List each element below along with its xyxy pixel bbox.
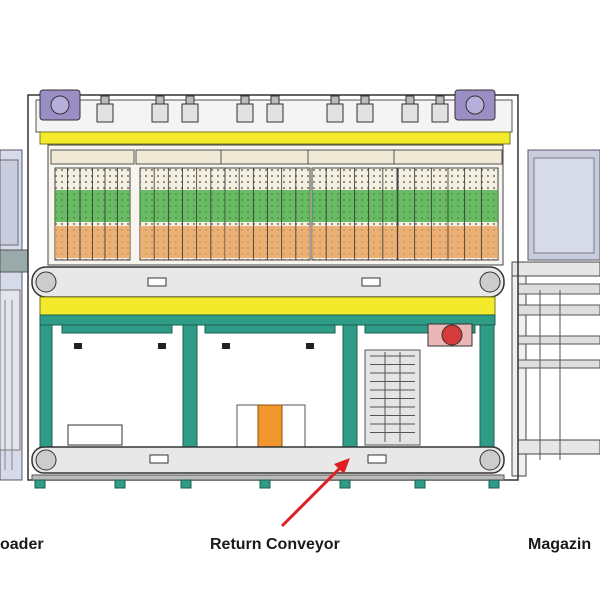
right-magazine-unit [511, 149, 600, 477]
rack-unit [393, 149, 503, 261]
motor-icon [39, 89, 496, 121]
return-conveyor [31, 446, 505, 481]
motor-icon [96, 95, 114, 123]
motor-icon [356, 95, 374, 123]
motor-icon [401, 95, 419, 123]
pointer-arrow-icon [280, 458, 350, 528]
motor-icon [266, 95, 284, 123]
lower-teal-frame [39, 314, 496, 448]
lower-yellow-rail [39, 296, 496, 316]
rack-unit [135, 149, 230, 261]
middle-conveyor [31, 266, 505, 298]
magazine-label: Magazin [528, 536, 592, 553]
motor-icon [151, 95, 169, 123]
left-loader-unit [0, 149, 29, 481]
motor-icon [427, 323, 473, 347]
motor-icon [326, 95, 344, 123]
rack-unit [220, 149, 315, 261]
rack-area [47, 144, 504, 266]
return-conveyor-label: Return Conveyor [210, 536, 340, 553]
motor-icon [236, 95, 254, 123]
rack-unit [307, 149, 402, 261]
top-motor-row [96, 95, 449, 123]
loader-label: oader [0, 536, 44, 553]
motor-icon [431, 95, 449, 123]
lower-internal-parts [67, 349, 421, 448]
upper-yellow-rail [39, 131, 511, 145]
motor-icon [181, 95, 199, 123]
rack-unit [50, 149, 135, 261]
machine-feet [34, 479, 500, 489]
